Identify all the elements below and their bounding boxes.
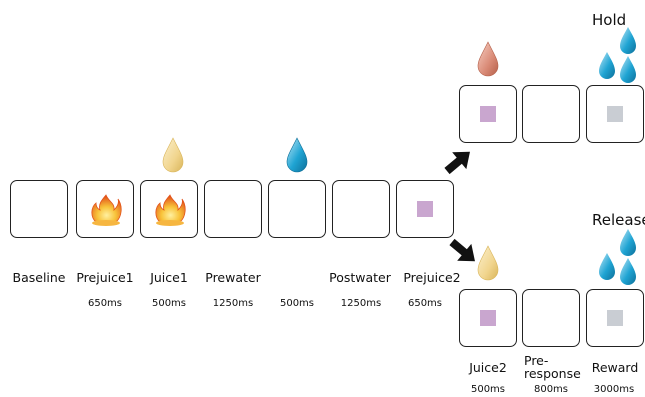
duration-prejuice2: 650ms	[407, 298, 443, 309]
duration-preresponse: 800ms	[533, 384, 569, 395]
duration-juice1: 500ms	[151, 298, 187, 309]
arrow-up-right-icon	[444, 151, 470, 175]
duration-water: 500ms	[279, 298, 315, 309]
reward-square	[607, 310, 623, 326]
frame-hold-reward	[586, 85, 644, 143]
frame-release-reward	[586, 289, 644, 347]
frame-baseline	[10, 180, 68, 238]
water-drop-icon	[620, 56, 636, 83]
label-prejuice2: Prejuice2	[403, 270, 461, 285]
prejuice-drop-icon	[477, 41, 499, 77]
frame-prewater	[204, 180, 262, 238]
stimulus-square	[417, 201, 433, 217]
duration-juice2: 500ms	[470, 384, 506, 395]
label-postwater: Postwater	[329, 270, 391, 285]
arrow-down-right-icon	[449, 238, 475, 262]
duration-postwater: 1250ms	[340, 298, 382, 309]
frame-release-juice2	[459, 289, 517, 347]
frame-prejuice2	[396, 180, 454, 238]
fire-icon	[155, 194, 186, 226]
stimulus-square	[480, 310, 496, 326]
label-juice1: Juice1	[150, 270, 188, 285]
label-prewater: Prewater	[205, 270, 261, 285]
release-title: Release	[592, 211, 645, 229]
label-baseline: Baseline	[12, 270, 66, 285]
water-drop-icon	[599, 52, 615, 79]
label-reward: Reward	[591, 360, 639, 375]
duration-reward: 3000ms	[593, 384, 635, 395]
label-prejuice1: Prejuice1	[76, 270, 134, 285]
water-drop-icon	[620, 258, 636, 285]
juice-drop-icon	[477, 245, 499, 281]
frame-hold-juice2	[459, 85, 517, 143]
reward-square	[607, 106, 623, 122]
water-drop-icon	[620, 229, 636, 256]
water-drop-icon	[286, 137, 308, 173]
water-drop-icon	[599, 253, 615, 280]
frame-release-preresponse	[522, 289, 580, 347]
label-preresponse: Pre- response	[524, 353, 581, 381]
water-drop-icon	[620, 27, 636, 54]
juice-drop-icon	[162, 137, 184, 173]
label-juice2: Juice2	[469, 360, 507, 375]
fire-icon	[91, 194, 122, 226]
frame-hold-preresponse	[522, 85, 580, 143]
stimulus-square	[480, 106, 496, 122]
frame-postwater	[332, 180, 390, 238]
duration-prewater: 1250ms	[212, 298, 254, 309]
frame-prejuice1	[76, 180, 134, 238]
duration-prejuice1: 650ms	[87, 298, 123, 309]
hold-title: Hold	[592, 11, 627, 29]
frame-water	[268, 180, 326, 238]
frame-juice1	[140, 180, 198, 238]
